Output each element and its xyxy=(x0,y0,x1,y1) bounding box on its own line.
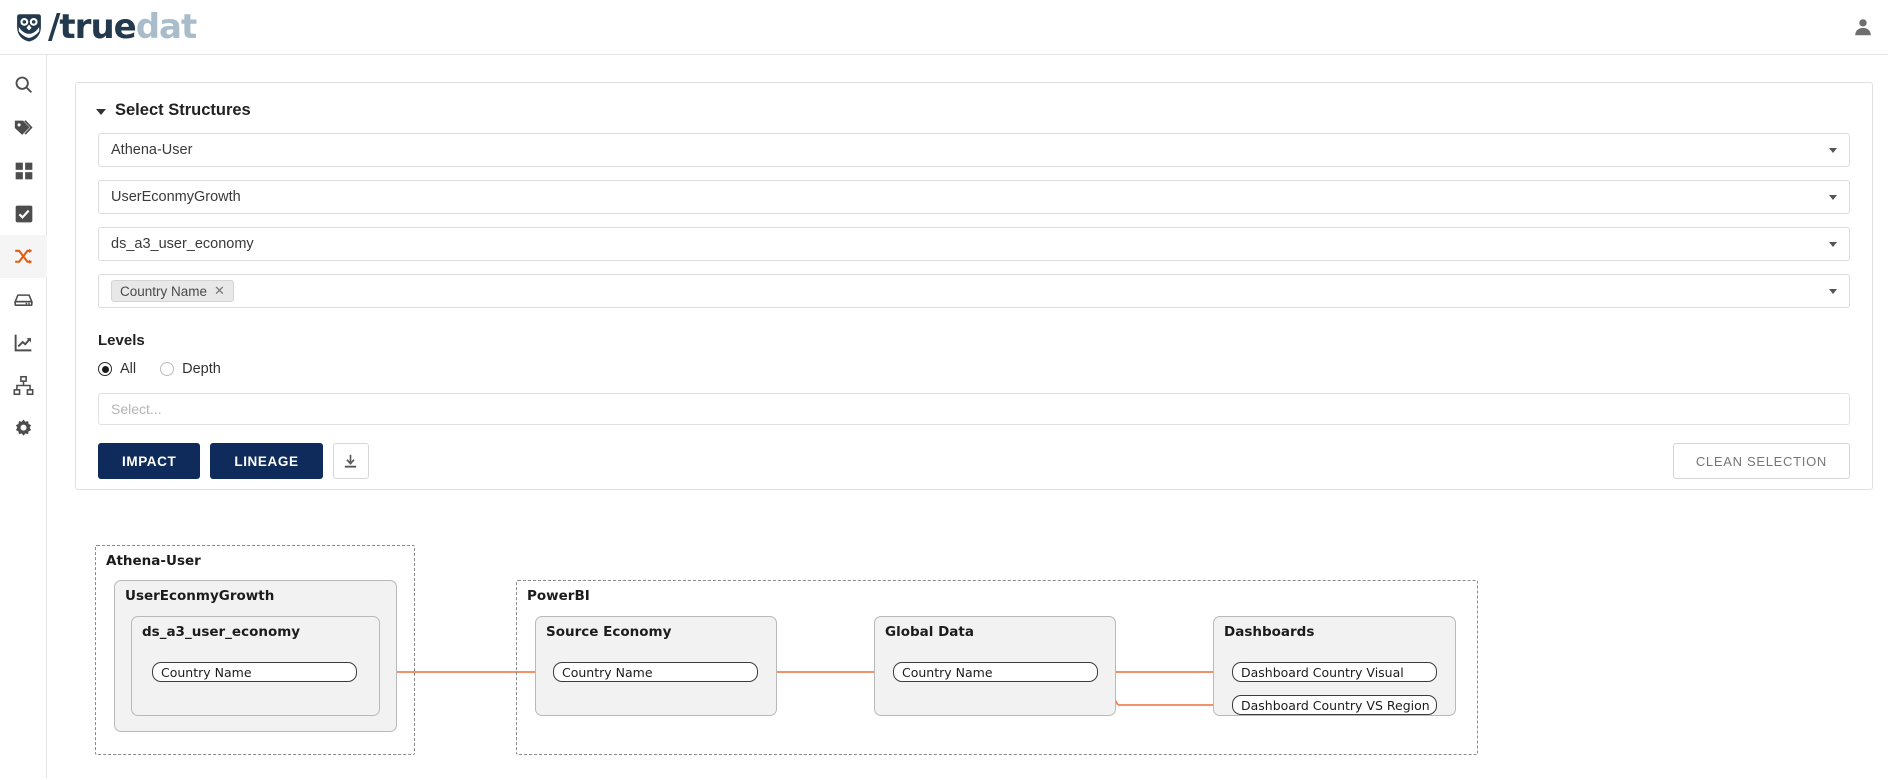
download-button[interactable] xyxy=(332,443,369,479)
sidebar-item-search[interactable] xyxy=(0,63,47,106)
caret-down-icon[interactable] xyxy=(96,108,106,115)
radio-all[interactable]: All xyxy=(98,361,136,377)
sidebar-item-metrics[interactable] xyxy=(0,321,47,364)
radio-depth[interactable]: Depth xyxy=(160,361,221,377)
depth-select[interactable]: Select... xyxy=(98,393,1850,425)
system-select-value: Athena-User xyxy=(111,142,193,158)
close-icon[interactable]: ✕ xyxy=(214,283,225,298)
brand-logo[interactable]: /truedat xyxy=(0,7,198,47)
sidebar-item-hierarchy[interactable] xyxy=(0,364,47,407)
structure-select-value: ds_a3_user_economy xyxy=(111,236,254,252)
chevron-down-icon[interactable] xyxy=(1829,148,1837,153)
radio-all-indicator[interactable] xyxy=(98,362,112,376)
sidebar-item-glossary[interactable] xyxy=(0,106,47,149)
levels-label: Levels xyxy=(98,332,145,349)
chevron-down-icon[interactable] xyxy=(1829,195,1837,200)
select-structures-panel: Select Structures Athena-User UserEconmy… xyxy=(75,82,1873,490)
search-icon xyxy=(15,76,33,94)
depth-select-placeholder: Select... xyxy=(111,401,162,417)
group-dashboards-title: Dashboards xyxy=(1224,624,1315,640)
action-bar: IMPACT LINEAGE CLEAN SELECTION xyxy=(76,425,1872,479)
node-country-name-source-economy[interactable]: Country Name xyxy=(553,662,758,682)
group-usereconmygrowth-title: UserEconmyGrowth xyxy=(125,588,275,604)
node-label: Dashboard Country VS Region xyxy=(1241,697,1430,713)
field-multiselect[interactable]: Country Name ✕ xyxy=(98,274,1850,308)
group-athena-user-title: Athena-User xyxy=(106,553,201,569)
chevron-down-icon[interactable] xyxy=(1829,242,1837,247)
radio-depth-indicator[interactable] xyxy=(160,362,175,376)
panel-header[interactable]: Select Structures xyxy=(76,83,1872,120)
levels-radio-group: All Depth xyxy=(76,349,1872,377)
structure-selects: Athena-User UserEconmyGrowth ds_a3_user_… xyxy=(76,133,1872,308)
node-dashboard-country-vs-region[interactable]: Dashboard Country VS Region xyxy=(1232,695,1437,715)
node-label: Dashboard Country Visual xyxy=(1241,664,1404,680)
group-select[interactable]: UserEconmyGrowth xyxy=(98,180,1850,214)
sidebar-item-sources[interactable] xyxy=(0,278,47,321)
node-dashboard-country-visual[interactable]: Dashboard Country Visual xyxy=(1232,662,1437,682)
account-area[interactable] xyxy=(1852,16,1888,38)
panel-title-text: Select Structures xyxy=(115,101,251,119)
structure-select[interactable]: ds_a3_user_economy xyxy=(98,227,1850,261)
sitemap-icon xyxy=(13,375,34,396)
download-icon xyxy=(344,454,357,468)
left-sidebar xyxy=(0,55,47,778)
lineage-button[interactable]: LINEAGE xyxy=(210,443,323,479)
system-select[interactable]: Athena-User xyxy=(98,133,1850,167)
shuffle-icon xyxy=(15,248,32,264)
group-powerbi-title: PowerBI xyxy=(527,588,590,604)
primary-actions: IMPACT LINEAGE xyxy=(98,443,369,479)
radio-depth-label: Depth xyxy=(182,361,221,377)
sidebar-item-domains[interactable] xyxy=(0,149,47,192)
node-country-name-athena[interactable]: Country Name xyxy=(152,662,357,682)
user-avatar-icon[interactable] xyxy=(1852,16,1874,38)
database-icon xyxy=(14,294,33,306)
radio-all-label: All xyxy=(120,361,137,377)
node-label: Country Name xyxy=(902,664,993,680)
field-chip[interactable]: Country Name ✕ xyxy=(111,280,234,302)
group-global-data-title: Global Data xyxy=(885,624,974,640)
sidebar-item-lineage[interactable] xyxy=(0,235,47,278)
group-powerbi[interactable]: PowerBI xyxy=(516,580,1478,755)
brand-text-primary: true xyxy=(59,7,136,47)
group-athena-user[interactable]: Athena-User xyxy=(95,545,415,755)
checkbox-icon xyxy=(15,205,32,222)
clean-selection-button[interactable]: CLEAN SELECTION xyxy=(1672,443,1850,479)
brand-text-secondary: dat xyxy=(135,7,198,47)
chevron-down-icon[interactable] xyxy=(1829,289,1837,294)
sidebar-item-settings[interactable] xyxy=(0,407,47,450)
group-select-value: UserEconmyGrowth xyxy=(111,189,241,205)
sidebar-item-rules[interactable] xyxy=(0,192,47,235)
gear-icon xyxy=(15,419,32,436)
node-label: Country Name xyxy=(161,664,252,680)
node-country-name-global-data[interactable]: Country Name xyxy=(893,662,1098,682)
field-chip-label: Country Name xyxy=(120,283,208,299)
top-bar: /truedat xyxy=(0,0,1888,55)
tags-icon xyxy=(14,119,33,135)
group-ds-a3-user-economy-title: ds_a3_user_economy xyxy=(142,624,301,640)
group-source-economy-title: Source Economy xyxy=(546,624,672,640)
grid-icon xyxy=(15,162,32,179)
brand-wordmark: /truedat xyxy=(48,7,198,47)
impact-button[interactable]: IMPACT xyxy=(98,443,201,479)
node-label: Country Name xyxy=(562,664,653,680)
chart-icon xyxy=(14,334,32,352)
owl-icon xyxy=(17,14,41,42)
